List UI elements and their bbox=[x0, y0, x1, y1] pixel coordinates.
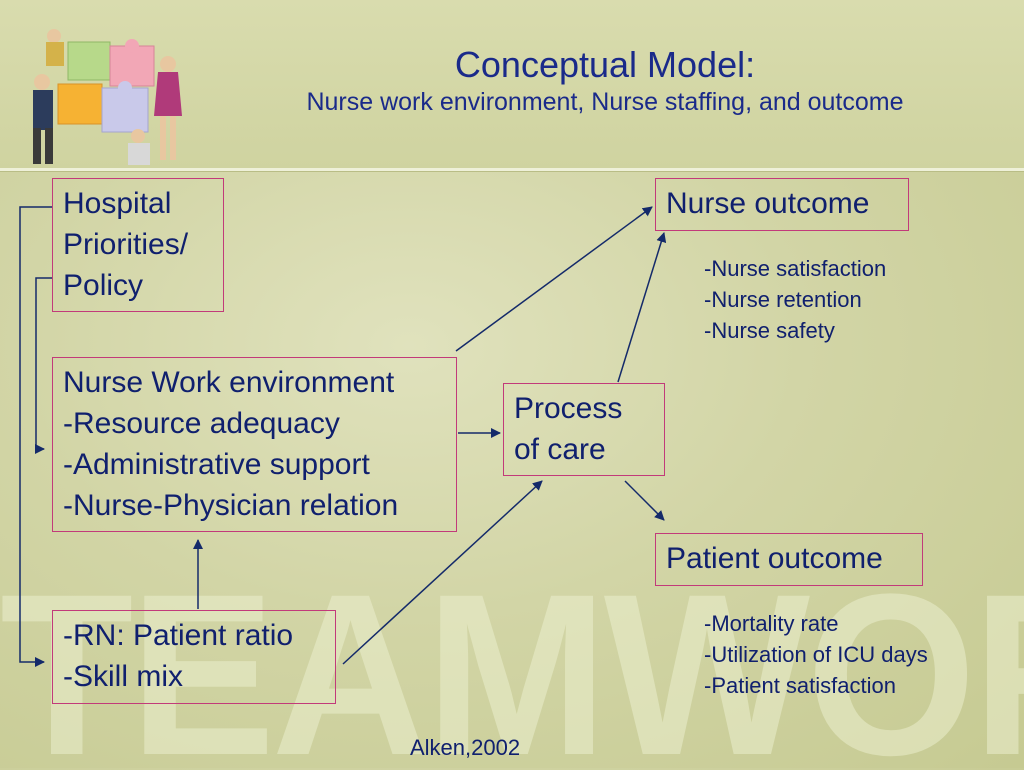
box-line: Nurse outcome bbox=[666, 187, 870, 220]
hospital-priorities-box: Hospital Priorities/ Policy bbox=[52, 178, 224, 312]
box-line: Process bbox=[514, 392, 623, 425]
process-to-nurse-outcome-arrow bbox=[617, 232, 667, 383]
patient-outcome-box: Patient outcome bbox=[655, 533, 923, 586]
box-line: Nurse Work environment bbox=[63, 366, 395, 399]
box-line: -Nurse-Physician relation bbox=[63, 489, 399, 522]
box-line: -Skill mix bbox=[63, 660, 183, 693]
nurse-outcome-list: -Nurse satisfaction -Nurse retention -Nu… bbox=[704, 253, 886, 346]
work-environment-to-nurse-outcome-arrow bbox=[455, 206, 653, 352]
nurse-work-environment-box: Nurse Work environment -Resource adequac… bbox=[52, 357, 457, 532]
citation: Alken,2002 bbox=[410, 735, 521, 760]
box-line: Priorities/ bbox=[63, 228, 189, 261]
staffing-to-process-arrow bbox=[342, 480, 543, 665]
box-line: Hospital bbox=[63, 187, 172, 220]
hospital-to-work-environment-connector bbox=[35, 277, 52, 454]
nurse-staffing-box: -RN: Patient ratio -Skill mix bbox=[52, 610, 336, 704]
list-item: -Nurse retention bbox=[704, 287, 862, 312]
box-line: -Administrative support bbox=[63, 448, 370, 481]
list-item: -Nurse safety bbox=[704, 318, 835, 343]
slide-title: Conceptual Model: bbox=[454, 44, 756, 85]
list-item: -Utilization of ICU days bbox=[704, 642, 928, 667]
teamwork-puzzle-clipart bbox=[33, 29, 182, 165]
box-line: Policy bbox=[63, 269, 144, 302]
process-of-care-box: Process of care bbox=[503, 383, 665, 476]
nurse-outcome-box: Nurse outcome bbox=[655, 178, 909, 231]
box-line: of care bbox=[514, 433, 606, 466]
box-line: -RN: Patient ratio bbox=[63, 619, 294, 652]
list-item: -Patient satisfaction bbox=[704, 673, 896, 698]
box-line: -Resource adequacy bbox=[63, 407, 340, 440]
hospital-to-staffing-connector bbox=[19, 206, 52, 667]
patient-outcome-list: -Mortality rate -Utilization of ICU days… bbox=[704, 608, 928, 701]
box-line: Patient outcome bbox=[666, 542, 883, 575]
process-to-patient-outcome-arrow bbox=[624, 480, 665, 521]
list-item: -Nurse satisfaction bbox=[704, 256, 887, 281]
list-item: -Mortality rate bbox=[704, 611, 839, 636]
header-divider bbox=[0, 168, 1024, 172]
slide-subtitle: Nurse work environment, Nurse staffing, … bbox=[306, 88, 904, 116]
